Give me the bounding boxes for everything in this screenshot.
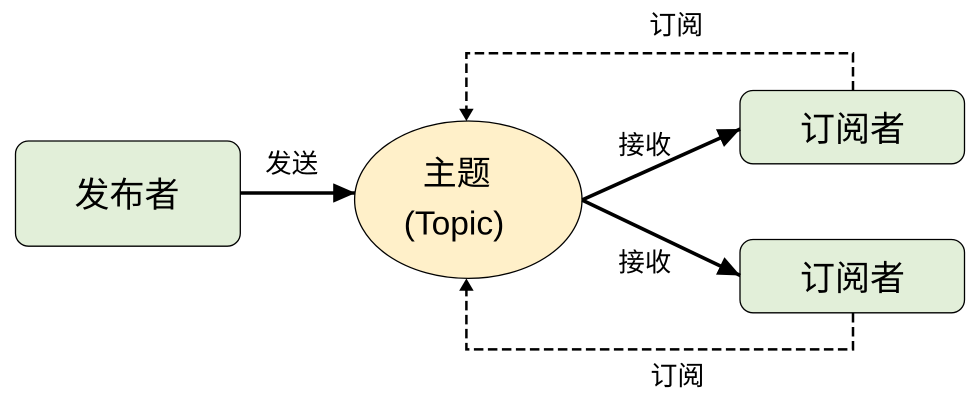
svg-text:(Topic): (Topic) [404, 205, 505, 242]
